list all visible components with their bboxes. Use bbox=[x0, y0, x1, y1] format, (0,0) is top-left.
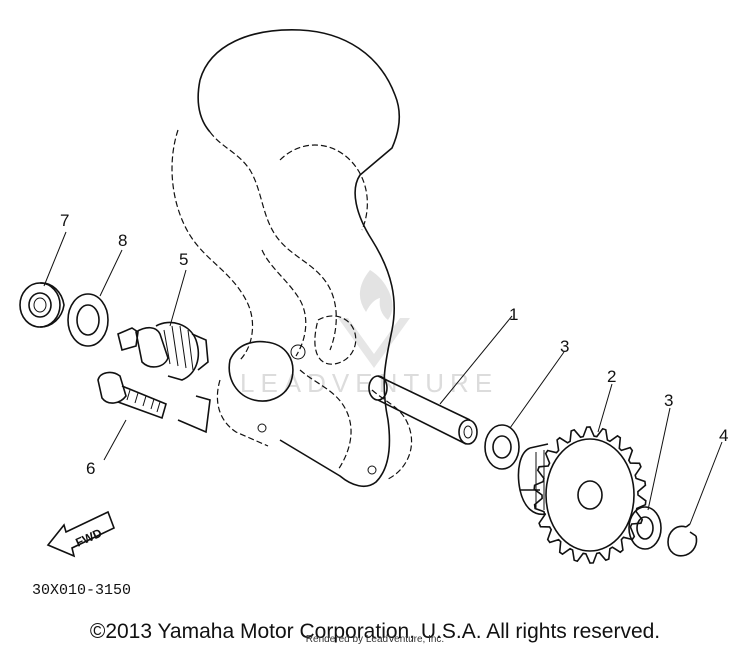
render-credit: Rendered by LeadVenture, Inc. bbox=[305, 634, 445, 645]
callout-8: 8 bbox=[118, 231, 127, 250]
callout-3-inner: 3 bbox=[560, 337, 569, 356]
leader-lines bbox=[43, 231, 723, 525]
callout-2: 2 bbox=[607, 367, 616, 386]
locator-bracket bbox=[177, 395, 211, 434]
fwd-label: FWD bbox=[73, 526, 104, 550]
crankcase-outline bbox=[197, 29, 401, 488]
callout-4: 4 bbox=[719, 426, 728, 445]
part-8-washer bbox=[67, 293, 109, 347]
callout-3-outer: 3 bbox=[664, 391, 673, 410]
callout-5: 5 bbox=[179, 250, 188, 269]
callout-7: 7 bbox=[60, 211, 69, 230]
part-3-washer-inner bbox=[484, 424, 520, 470]
part-3-washer-outer bbox=[628, 506, 662, 550]
part-2-gear bbox=[517, 426, 647, 564]
leadventure-watermark: LEADVENTURE bbox=[240, 270, 498, 398]
part-5-gear-shaft bbox=[117, 321, 209, 381]
part-4-circlip bbox=[667, 523, 698, 557]
diagram-part-code: 30X010-3150 bbox=[32, 582, 131, 599]
copyright-notice: ©2013 Yamaha Motor Corporation, U.S.A. A… bbox=[89, 620, 661, 643]
part-7-oil-seal bbox=[19, 282, 65, 328]
part-1-shaft bbox=[368, 375, 478, 445]
fwd-arrow-icon: FWD bbox=[46, 510, 116, 558]
watermark-text: LEADVENTURE bbox=[240, 368, 498, 398]
callout-numbers: 7 8 5 1 3 2 3 4 6 bbox=[60, 211, 728, 478]
callout-6: 6 bbox=[86, 459, 95, 478]
crankcase-hidden-lines bbox=[171, 129, 413, 481]
callout-1: 1 bbox=[509, 305, 518, 324]
part-6-bolt bbox=[97, 371, 167, 420]
